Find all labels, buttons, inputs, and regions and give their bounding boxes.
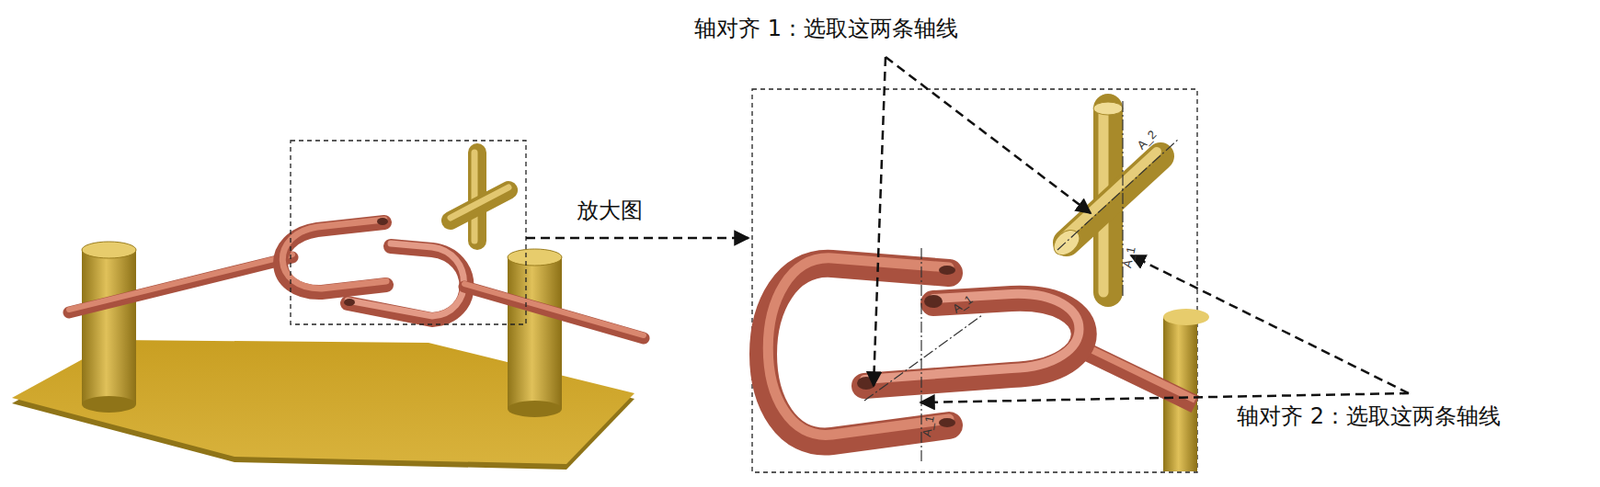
callout-note: 轴对齐 1：选取这两条轴线 (694, 16, 959, 43)
callout-note: 轴对齐 2：选取这两条轴线 (1236, 404, 1501, 431)
axis-name: A_1 (1120, 243, 1140, 272)
overall-view (11, 140, 644, 470)
zoom-view (752, 89, 1210, 473)
leader-lines (873, 57, 1409, 403)
zoom-label: 放大图 (576, 198, 643, 225)
zoom-arrow (525, 237, 749, 240)
